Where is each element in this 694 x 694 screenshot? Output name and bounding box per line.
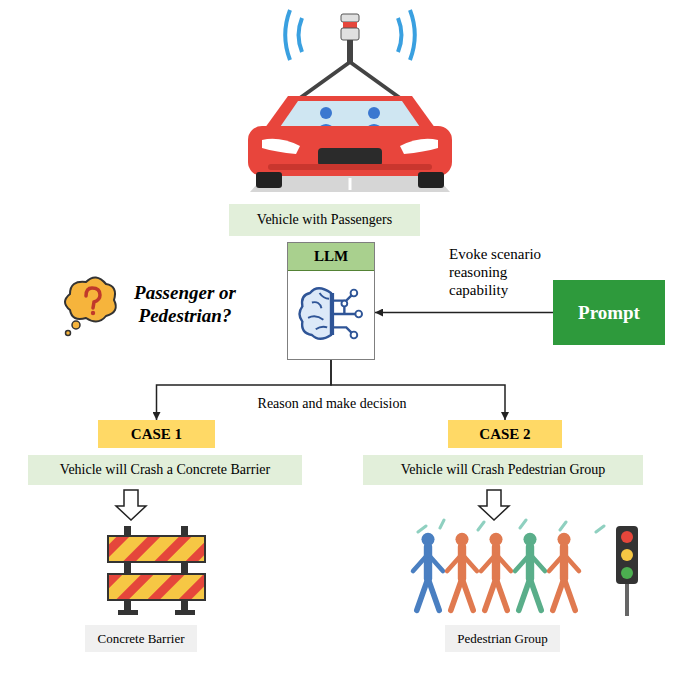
question-label: Passenger or Pedestrian? xyxy=(112,282,258,328)
outcome-box: Vehicle will Crash a Concrete Barrier xyxy=(28,455,302,485)
hollow-arrow xyxy=(116,490,509,520)
question-bubble-icon-part xyxy=(86,288,100,308)
node-text: CASE 2 xyxy=(479,426,530,443)
concrete-barrier-icon xyxy=(108,526,205,615)
case-box: CASE 2 xyxy=(448,420,562,448)
caption-box: Pedestrian Group xyxy=(445,625,560,652)
car-illustration-part xyxy=(248,126,452,176)
car-illustration-part xyxy=(278,101,422,130)
node-text: Pedestrian Group xyxy=(457,631,548,647)
car-illustration-part xyxy=(349,178,352,190)
node-text: Prompt xyxy=(578,302,640,324)
car-illustration-part xyxy=(262,139,300,154)
car-illustration-part xyxy=(410,10,415,60)
connector-arrow xyxy=(375,312,553,314)
traffic-light-icon-part xyxy=(621,531,633,543)
question-bubble-icon-part xyxy=(91,311,95,315)
node-text: Vehicle will Crash Pedestrian Group xyxy=(401,462,606,478)
traffic-light-icon-part xyxy=(621,567,633,579)
node-text: LLM xyxy=(314,248,348,265)
car-illustration-part xyxy=(418,172,444,188)
car-illustration-part xyxy=(398,18,401,52)
node-text: Concrete Barrier xyxy=(98,631,185,647)
car-illustration xyxy=(248,10,452,192)
brain-icon-part xyxy=(355,311,362,318)
question-bubble-icon-part xyxy=(72,321,80,329)
brain-icon-part xyxy=(342,301,348,307)
pedestrian-group-icon-part xyxy=(549,533,579,610)
pedestrian-group-icon-part xyxy=(515,533,545,610)
car-illustration-part xyxy=(318,148,382,166)
node-text: Vehicle will Crash a Concrete Barrier xyxy=(60,462,270,478)
car-illustration-part xyxy=(256,172,282,188)
concrete-barrier-icon-part xyxy=(108,536,205,562)
caption-box: Concrete Barrier xyxy=(85,625,197,652)
car-illustration-part xyxy=(368,107,380,119)
car-illustration-part xyxy=(300,62,400,98)
brain-icon-part xyxy=(351,290,358,297)
car-illustration-part xyxy=(343,22,357,28)
car-illustration-part xyxy=(268,164,432,170)
hollow-arrow-part xyxy=(479,490,509,520)
pedestrian-group-icon-part xyxy=(418,520,604,532)
car-illustration-part xyxy=(341,14,359,22)
hollow-arrow-part xyxy=(116,490,146,520)
brain-icon-part xyxy=(333,293,356,335)
car-illustration-part xyxy=(285,10,290,60)
llm-box: LLM xyxy=(287,242,375,360)
outcome-box: Vehicle will Crash Pedestrian Group xyxy=(363,455,643,485)
pedestrian-group-icon-part xyxy=(447,533,477,610)
car-illustration-part xyxy=(320,107,332,119)
traffic-light-icon xyxy=(616,526,638,616)
concrete-barrier-icon-part xyxy=(175,610,195,615)
brain-icon-part xyxy=(308,293,329,329)
decision-label: Reason and make decision xyxy=(222,396,442,413)
node-text: Vehicle with Passengers xyxy=(257,212,392,228)
brain-icon-part xyxy=(300,288,332,339)
concrete-barrier-icon-part xyxy=(118,610,138,615)
concrete-barrier-icon-part xyxy=(108,574,205,600)
question-bubble-icon-part xyxy=(65,277,116,321)
brain-icon-part xyxy=(351,332,358,339)
llm-header: LLM xyxy=(288,243,374,271)
pedestrian-group-icon-part xyxy=(481,533,511,610)
question-bubble-icon xyxy=(65,277,116,335)
car-illustration-part xyxy=(400,139,438,154)
vehicle-box: Vehicle with Passengers xyxy=(229,204,420,236)
pedestrian-group-icon-part xyxy=(413,533,443,610)
car-illustration-part xyxy=(341,28,359,40)
traffic-light-icon-part xyxy=(616,526,638,584)
prompt-box: Prompt xyxy=(553,280,665,345)
edge-label: Evoke scenario reasoning capability xyxy=(449,245,561,299)
traffic-light-icon-part xyxy=(625,584,629,616)
question-bubble-icon-part xyxy=(66,331,71,336)
car-illustration-part xyxy=(299,18,302,52)
pedestrian-group-icon xyxy=(413,520,604,610)
traffic-light-icon-part xyxy=(621,549,633,561)
node-text: CASE 1 xyxy=(131,426,182,443)
case-box: CASE 1 xyxy=(98,420,215,448)
brain-icon xyxy=(289,271,373,357)
car-illustration-part xyxy=(347,40,353,62)
